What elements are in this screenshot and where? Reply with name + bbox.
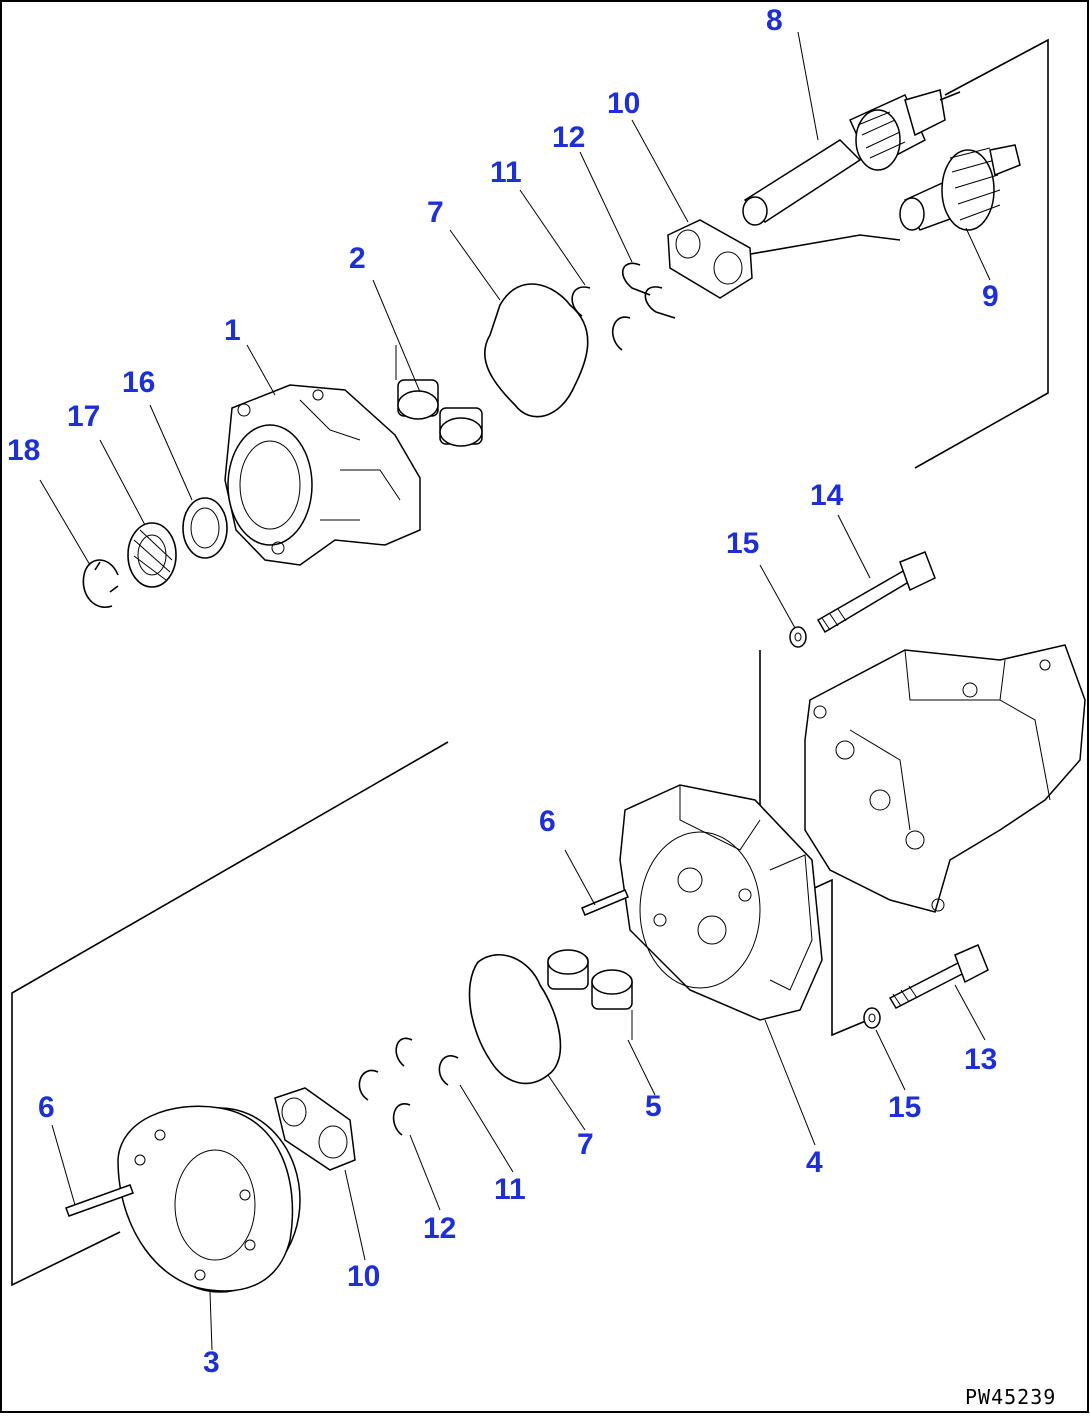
upper-group-boundary [744, 38, 1049, 469]
callout-15: 15 [888, 1091, 922, 1124]
callout-2: 2 [349, 242, 366, 275]
part-3-end-cover [117, 1105, 301, 1293]
figure-code: PW45239 [965, 1385, 1057, 1409]
part-15-lower-washer [863, 1007, 881, 1029]
part-8-shaft [742, 89, 961, 226]
callout-3: 3 [203, 1346, 220, 1379]
part-11-lower-clips [395, 1037, 459, 1086]
callout-6: 6 [38, 1091, 55, 1124]
callout-16: 16 [122, 366, 156, 399]
part-12-lower-clips [358, 1069, 411, 1136]
callout-12: 12 [552, 121, 586, 154]
part-7-upper-gasket [484, 283, 589, 418]
part-10-lower-side-plate [274, 1087, 356, 1171]
callout-18: 18 [7, 434, 41, 467]
callout-10: 10 [607, 87, 641, 120]
callout-8: 8 [766, 4, 783, 37]
callout-14: 14 [810, 479, 844, 512]
leader-lines [39, 31, 991, 1351]
part-14-bolt [816, 551, 936, 634]
callout-13: 13 [964, 1043, 998, 1076]
callout-1: 1 [224, 314, 241, 347]
part-6-upper-pin [581, 889, 629, 916]
part-18-snap-ring [82, 559, 119, 609]
callout-9: 9 [982, 280, 999, 313]
part-7-lower-gasket [468, 953, 562, 1085]
callout-15: 15 [726, 527, 760, 560]
part-1-flange-housing [224, 384, 421, 566]
part-12-upper-clips [621, 262, 676, 319]
part-9-gear-shaft [899, 144, 1021, 231]
part-2-bushings [395, 345, 483, 447]
lower-group-boundary [11, 650, 869, 1287]
callout-11: 11 [490, 156, 522, 189]
part-10-upper-side-plate [667, 219, 753, 299]
callout-11: 11 [494, 1173, 526, 1206]
callout-12: 12 [423, 1212, 457, 1245]
part-5-bushings [547, 949, 633, 1040]
part-16-seal [182, 497, 228, 559]
callout-4: 4 [806, 1146, 823, 1179]
callout-7: 7 [577, 1128, 594, 1161]
main-pump-body [804, 644, 1086, 913]
part-17-oil-seal [127, 522, 177, 588]
callout-6: 6 [539, 805, 556, 838]
part-15-upper-washer [789, 626, 807, 648]
callout-10: 10 [347, 1260, 381, 1293]
part-4-gear-case [619, 784, 823, 1021]
callout-7: 7 [427, 196, 444, 229]
part-13-bolt [888, 944, 989, 1009]
part-6-lower-pin [65, 1184, 134, 1217]
callout-17: 17 [67, 400, 101, 433]
callout-5: 5 [645, 1090, 662, 1123]
